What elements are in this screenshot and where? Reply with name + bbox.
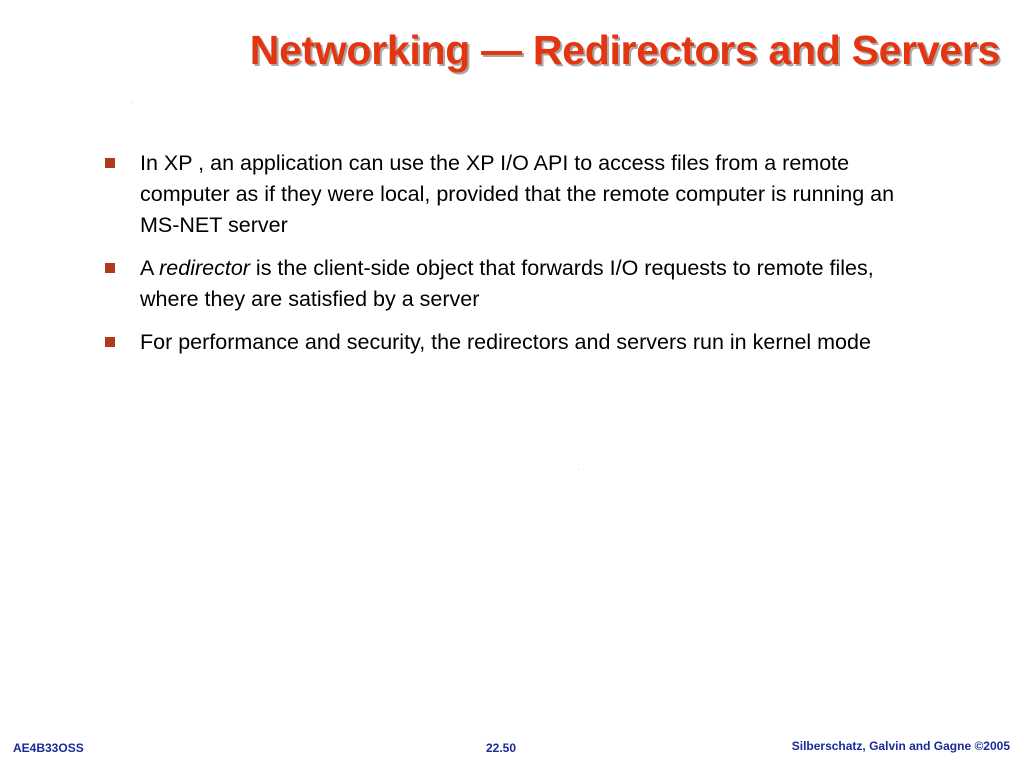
stray-dot xyxy=(578,469,579,470)
bullet-item: For performance and security, the redire… xyxy=(103,327,903,358)
bullet-list: In XP , an application can use the XP I/… xyxy=(103,148,903,370)
footer-copyright: Silberschatz, Galvin and Gagne ©2005 xyxy=(791,739,1010,753)
square-bullet-icon xyxy=(105,263,115,273)
bullet-item: In XP , an application can use the XP I/… xyxy=(103,148,903,241)
square-bullet-icon xyxy=(105,158,115,168)
footer-page-number: 22.50 xyxy=(486,741,517,755)
footer-course-code: AE4B33OSS xyxy=(13,741,84,755)
square-bullet-icon xyxy=(105,337,115,347)
bullet-text: For performance and security, the redire… xyxy=(140,330,871,354)
stray-dot xyxy=(131,102,132,103)
bullet-text: In XP , an application can use the XP I/… xyxy=(140,151,895,237)
term-redirector: redirector xyxy=(159,256,250,280)
bullet-item: A redirector is the client-side object t… xyxy=(103,253,903,315)
slide-title: Networking — Redirectors and Servers xyxy=(249,27,1001,73)
bullet-text: A redirector is the client-side object t… xyxy=(140,256,874,311)
